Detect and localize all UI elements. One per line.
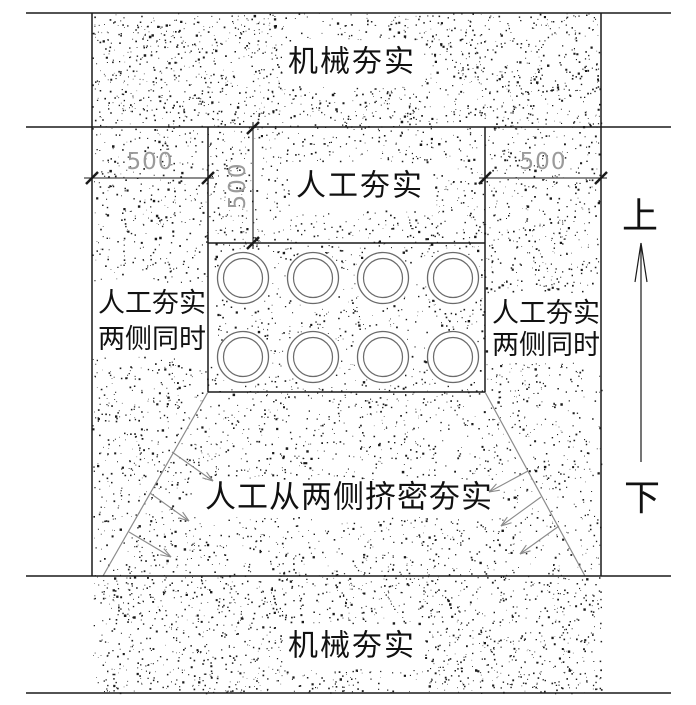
pipe-inner-circle (292, 257, 334, 299)
pipe-outer-circle (426, 330, 480, 384)
up-arrow (634, 242, 648, 462)
dim-value-left: 500 (127, 149, 174, 175)
compaction-arrow (488, 470, 529, 493)
pipe-inner-circle (362, 257, 404, 299)
slope-line-right (484, 391, 586, 577)
dimension-group: 500 500 500 (84, 121, 608, 250)
compaction-arrow (160, 554, 172, 558)
compaction-arrow (519, 525, 560, 555)
compaction-arrow (178, 517, 190, 522)
slope-line-left (102, 391, 209, 577)
compaction-arrow (488, 483, 497, 493)
compaction-arrow (171, 451, 214, 482)
pipe-inner-circle (432, 336, 474, 378)
label-machine-compaction-bottom: 机械夯实 (288, 630, 416, 663)
compaction-arrow (500, 496, 542, 527)
compaction-arrow (202, 477, 214, 482)
compaction-arrow (182, 511, 190, 522)
direction-indicator: 上 下 (622, 196, 660, 518)
zone-labels: 机械夯实 人工夯实 人工夯实 两侧同时 人工夯实 两侧同时 人工从两侧挤密夯实 … (98, 46, 600, 663)
pipe-outer-circle (216, 330, 270, 384)
pipe-outer-circle (356, 330, 410, 384)
dim-tick (246, 236, 260, 250)
dim-tick (478, 171, 492, 185)
structure-lines (26, 12, 671, 694)
up-arrow-wing-left (634, 242, 642, 283)
pipe-outer-circle (426, 251, 480, 305)
compaction-arrow-group (128, 451, 560, 558)
compaction-arrow (500, 516, 508, 527)
pipe-outer-circle (356, 251, 410, 305)
dim-tick (85, 171, 99, 185)
label-squeeze-compaction: 人工从两侧挤密夯实 (205, 480, 493, 515)
dimension-ticks (85, 121, 608, 250)
dim-value-top-cover: 500 (225, 163, 251, 210)
pipe-inner-circle (292, 336, 334, 378)
pipe-outer-circle (286, 330, 340, 384)
pipe-inner-circle (362, 336, 404, 378)
compaction-arrow (163, 548, 172, 558)
pipe-inner-circle (222, 257, 264, 299)
dim-tick (201, 171, 215, 185)
pipe-outer-circle (216, 251, 270, 305)
dim-tick (246, 121, 260, 135)
compaction-arrow (206, 471, 214, 482)
compaction-arrow (519, 544, 527, 555)
up-arrow-wing-right (640, 242, 648, 283)
pipe-inner-circle (432, 257, 474, 299)
compaction-arrow (128, 531, 172, 558)
pipe-outer-circle (286, 251, 340, 305)
slope-lines (102, 391, 586, 577)
pipe-inner-circle (222, 336, 264, 378)
label-side-left-line2: 两侧同时 (98, 324, 206, 354)
label-machine-compaction-top: 机械夯实 (288, 46, 416, 79)
dim-value-right: 500 (520, 149, 567, 175)
compaction-arrow (519, 550, 531, 555)
label-side-left-line1: 人工夯实 (98, 288, 206, 318)
dim-tick (594, 171, 608, 185)
pipe-group (216, 251, 480, 384)
label-direction-up: 上 (622, 196, 658, 236)
compaction-arrow (500, 522, 512, 527)
label-direction-down: 下 (624, 478, 660, 518)
compaction-arrow (149, 492, 190, 522)
label-side-right-line1: 人工夯实 (492, 298, 600, 328)
label-manual-compaction-trench: 人工夯实 (296, 170, 424, 203)
compaction-arrow (488, 489, 500, 493)
label-side-right-line2: 两侧同时 (492, 330, 600, 360)
